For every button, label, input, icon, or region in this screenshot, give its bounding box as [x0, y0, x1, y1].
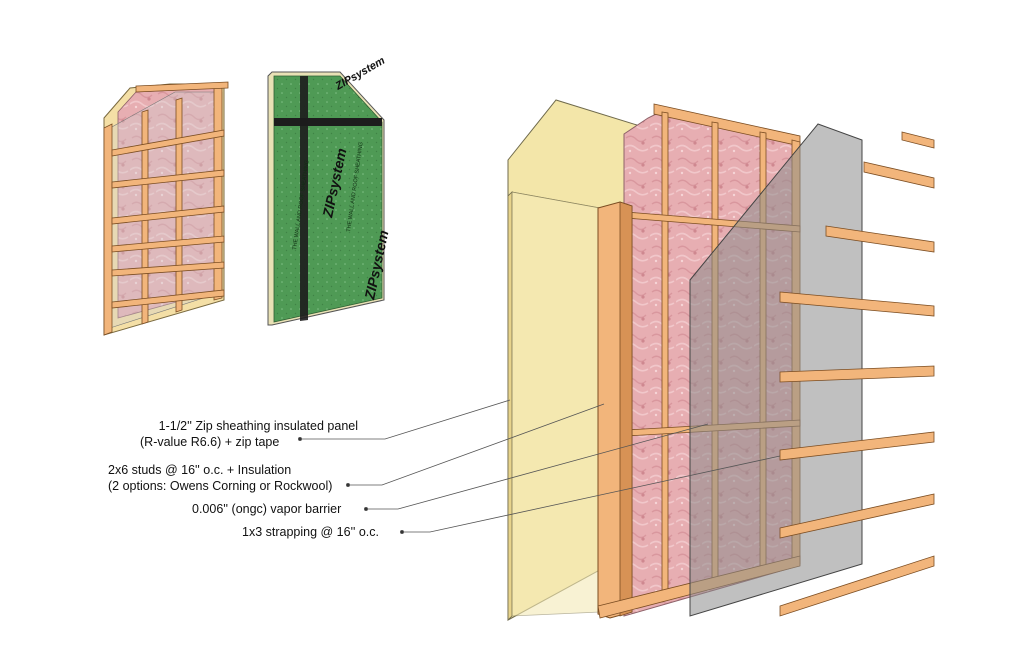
- label-zip-panel-line2: (R-value R6.6) + zip tape: [140, 435, 280, 449]
- label-strapping: 1x3 strapping @ 16'' o.c.: [242, 525, 379, 539]
- strapping-pieces: [779, 131, 935, 617]
- leader-vapor: [366, 423, 709, 510]
- label-studs: 2x6 studs @ 16'' o.c. + Insulation (2 op…: [108, 462, 348, 494]
- label-zip-panel-line1: 1-1/2'' Zip sheathing insulated panel: [158, 419, 358, 433]
- leader-zip-panel: [300, 399, 511, 440]
- leader-lines: [297, 399, 781, 535]
- leader-studs: [348, 403, 605, 486]
- label-studs-line1: 2x6 studs @ 16'' o.c. + Insulation: [108, 463, 292, 477]
- small-framed-wall: [103, 81, 229, 336]
- zip-sheathing-panel-preview: ZIPsystem ZIPsystem ZIPsystem THE WALL A…: [267, 55, 391, 326]
- label-studs-line2: (2 options: Owens Corning or Rockwool): [108, 479, 333, 493]
- vapor-barrier-sheet: [689, 123, 863, 617]
- label-zip-panel: 1-1/2'' Zip sheathing insulated panel (R…: [120, 418, 358, 450]
- label-vapor-barrier: 0.006'' (ongc) vapor barrier: [192, 502, 342, 516]
- leader-strapping: [402, 455, 781, 533]
